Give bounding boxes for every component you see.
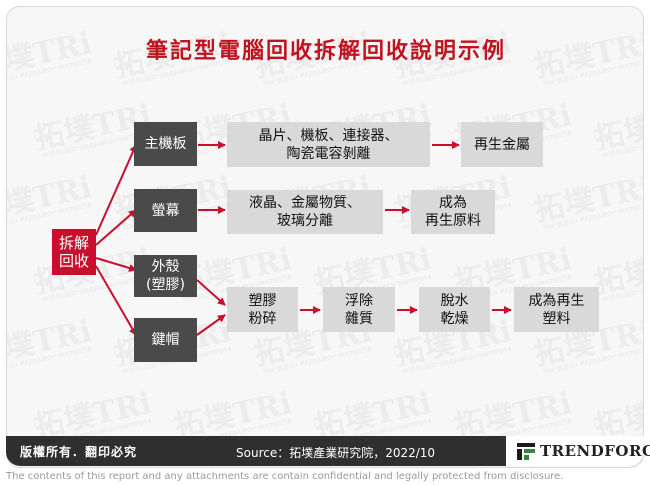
node-screen: 螢幕 — [134, 189, 197, 232]
node-case: 外殼 (塑膠) — [134, 255, 197, 297]
watermark-logo: 拓墣TRi — [591, 98, 644, 157]
node-mainboard-step: 晶片、機板、連接器、 陶瓷電容剝離 — [227, 122, 430, 167]
page-title: 筆記型電腦回收拆解回收說明示例 — [145, 38, 506, 64]
node-plastic-step-1: 塑膠 粉碎 — [227, 287, 298, 332]
watermark-logo: 拓墣TRi — [7, 170, 95, 229]
node-screen-step: 液晶、金屬物質、 玻璃分離 — [227, 190, 383, 234]
trendforce-logo-icon — [517, 443, 535, 460]
footer-source: Source：拓墣產業研究院，2022/10 — [236, 446, 436, 460]
watermark-subtext: TOPOLOGY RESEARCH INSTITUTE — [542, 346, 644, 376]
node-mainboard-result: 再生金屬 — [461, 122, 543, 167]
node-plastic-step-2: 浮除 雜質 — [323, 287, 395, 332]
watermark-subtext: TOPOLOGY RESEARCH INSTITUTE — [7, 202, 93, 232]
watermark-subtext: TOPOLOGY RESEARCH INSTITUTE — [542, 202, 644, 232]
watermark-logo: 拓墣TRi — [591, 242, 644, 301]
node-plastic-result: 成為再生 塑料 — [514, 287, 599, 332]
footer-rights: 版權所有．翻印必究 — [20, 445, 138, 459]
node-mainboard: 主機板 — [134, 122, 197, 166]
watermark-logo: 拓墣TRi — [7, 314, 95, 373]
brand-logo: TRENDFORCE — [506, 436, 650, 466]
watermark-subtext: TOPOLOGY RESEARCH INSTITUTE — [7, 346, 93, 376]
node-plastic-step-3: 脫水 乾燥 — [419, 287, 490, 332]
watermark-subtext: TOPOLOGY RESEARCH INSTITUTE — [402, 346, 513, 376]
node-keycap: 鍵帽 — [134, 318, 197, 362]
disclaimer-text: The contents of this report and any atta… — [6, 471, 564, 482]
watermark-subtext: TOPOLOGY RESEARCH INSTITUTE — [602, 274, 644, 304]
watermark-subtext: TOPOLOGY RESEARCH INSTITUTE — [602, 130, 644, 160]
watermark-logo: 拓墣TRi — [531, 170, 644, 229]
watermark-subtext: TOPOLOGY RESEARCH INSTITUTE — [262, 346, 373, 376]
node-root: 拆解 回收 — [52, 229, 96, 275]
brand-name: TRENDFORCE — [540, 442, 650, 460]
footer-bar: 版權所有．翻印必究 Source：拓墣產業研究院，2022/10 TRENDFO… — [6, 436, 650, 466]
node-screen-result: 成為 再生原料 — [411, 190, 495, 234]
